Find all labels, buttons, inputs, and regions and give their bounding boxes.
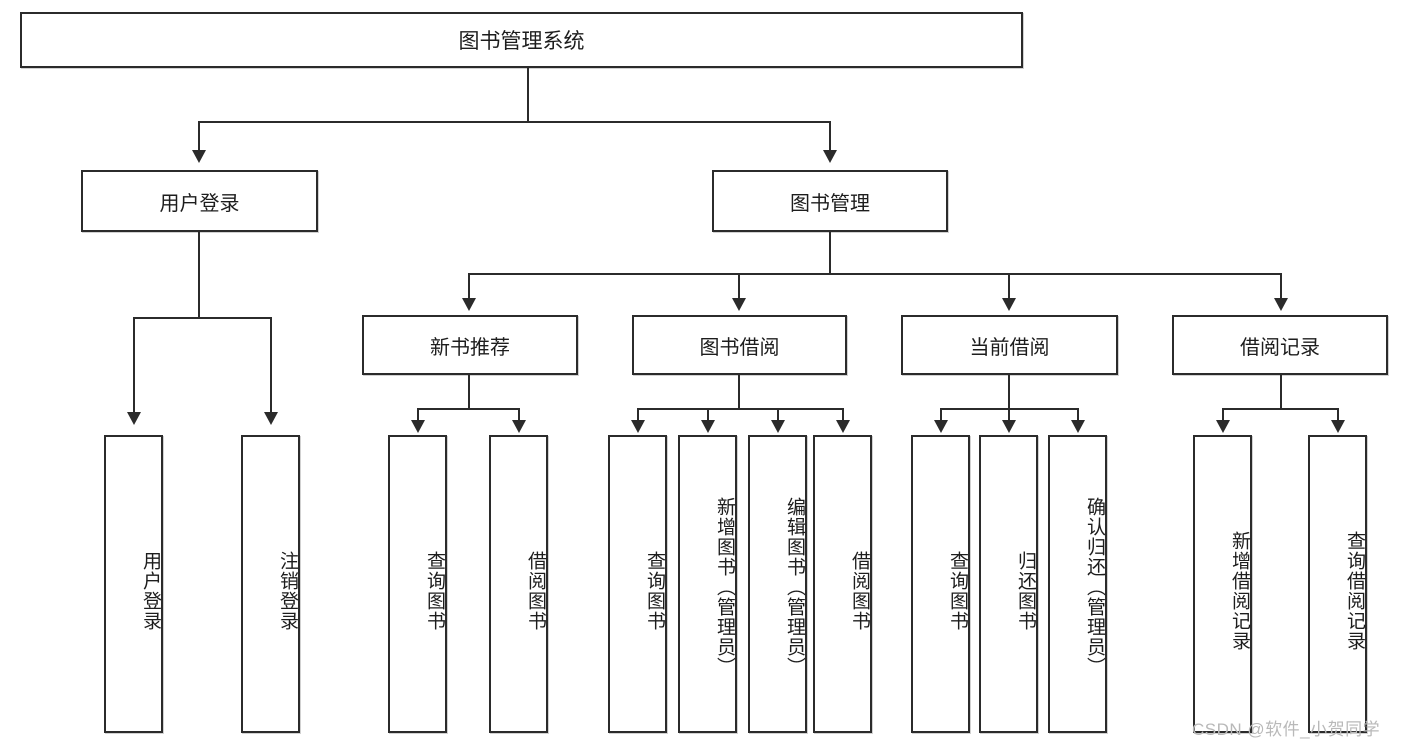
node-label: 新书推荐 (430, 336, 510, 359)
connector-nbr-to-leaf-2 (518, 408, 520, 422)
node-label: 查询图书 (947, 551, 968, 631)
connector-bb-to-leaf-1 (637, 408, 639, 422)
connector-user-login-stem (198, 232, 200, 318)
arrow-down-icon (771, 420, 785, 433)
arrow-down-icon (631, 420, 645, 433)
node-label: 归还图书 (1015, 551, 1036, 631)
connector-cb-to-leaf-2 (1008, 408, 1010, 422)
arrow-down-icon (462, 298, 476, 311)
connector-to-borrow-record (1280, 273, 1282, 301)
arrow-down-icon (411, 420, 425, 433)
node-leaf-query-book-current[interactable]: 查询图书 (911, 435, 970, 733)
node-label: 新增借阅记录 (1229, 531, 1250, 651)
node-leaf-user-logout[interactable]: 注销登录 (241, 435, 300, 733)
arrow-down-icon (1274, 298, 1288, 311)
node-new-book-recommend[interactable]: 新书推荐 (362, 315, 578, 375)
arrow-down-icon (264, 412, 278, 425)
connector-root-to-user-login (198, 121, 200, 153)
node-label: 查询借阅记录 (1344, 531, 1365, 651)
node-leaf-query-book-borrow[interactable]: 查询图书 (608, 435, 667, 733)
connector-bb-to-leaf-2 (707, 408, 709, 422)
node-label: 用户登录 (159, 192, 240, 215)
node-current-borrow[interactable]: 当前借阅 (901, 315, 1118, 375)
connector-root-stem (527, 68, 529, 122)
arrow-down-icon (192, 150, 206, 163)
connector-to-book-borrow (738, 273, 740, 301)
connector-book-management-stem (829, 232, 831, 274)
node-book-borrow[interactable]: 图书借阅 (632, 315, 847, 375)
connector-nbr-to-leaf-1 (417, 408, 419, 422)
arrow-down-icon (512, 420, 526, 433)
node-label: 图书借阅 (699, 336, 780, 359)
connector-cb-to-leaf-3 (1077, 408, 1079, 422)
connector-user-login-to-leaf-2 (270, 317, 272, 417)
connector-book-management-bar (468, 273, 1282, 275)
arrow-down-icon (1002, 298, 1016, 311)
connector-book-borrow-bar (637, 408, 843, 410)
node-leaf-query-borrow-record[interactable]: 查询借阅记录 (1308, 435, 1367, 733)
connector-borrow-record-stem (1280, 375, 1282, 409)
connector-root-to-book-management (829, 121, 831, 153)
arrow-down-icon (1216, 420, 1230, 433)
node-leaf-add-borrow-record[interactable]: 新增借阅记录 (1193, 435, 1252, 733)
node-user-login[interactable]: 用户登录 (81, 170, 318, 232)
arrow-down-icon (701, 420, 715, 433)
node-label: 用户登录 (140, 551, 161, 631)
arrow-down-icon (1331, 420, 1345, 433)
node-leaf-user-login[interactable]: 用户登录 (104, 435, 163, 733)
node-leaf-confirm-return[interactable]: 确认归还（管理员） (1048, 435, 1107, 733)
connector-to-new-book-recommend (468, 273, 470, 301)
connector-current-borrow-stem (1008, 375, 1010, 409)
node-label: 新增图书（管理员） (714, 497, 735, 677)
node-book-management[interactable]: 图书管理 (712, 170, 948, 232)
arrow-down-icon (934, 420, 948, 433)
connector-br-to-leaf-2 (1337, 408, 1339, 422)
connector-root-bar (198, 121, 830, 123)
node-leaf-edit-book[interactable]: 编辑图书（管理员） (748, 435, 807, 733)
node-label: 借阅图书 (849, 551, 870, 631)
connector-to-current-borrow (1008, 273, 1010, 301)
connector-br-to-leaf-1 (1222, 408, 1224, 422)
node-label: 当前借阅 (969, 336, 1050, 359)
connector-user-login-bar (133, 317, 272, 319)
connector-cb-to-leaf-1 (940, 408, 942, 422)
node-label: 借阅图书 (525, 551, 546, 631)
node-label: 注销登录 (277, 551, 298, 631)
node-leaf-query-book-recommend[interactable]: 查询图书 (388, 435, 447, 733)
node-label: 查询图书 (644, 551, 665, 631)
node-label: 借阅记录 (1240, 336, 1320, 359)
node-leaf-return-book[interactable]: 归还图书 (979, 435, 1038, 733)
connector-user-login-to-leaf-1 (133, 317, 135, 417)
node-root-book-management-system[interactable]: 图书管理系统 (20, 12, 1023, 68)
arrow-down-icon (823, 150, 837, 163)
connector-new-book-recommend-bar (417, 408, 520, 410)
connector-borrow-record-bar (1222, 408, 1339, 410)
node-label: 图书管理系统 (458, 30, 585, 53)
node-label: 确认归还（管理员） (1084, 497, 1105, 677)
arrow-down-icon (836, 420, 850, 433)
arrow-down-icon (127, 412, 141, 425)
node-label: 查询图书 (424, 551, 445, 631)
node-leaf-borrow-book[interactable]: 借阅图书 (813, 435, 872, 733)
arrow-down-icon (1071, 420, 1085, 433)
node-label: 编辑图书（管理员） (784, 497, 805, 677)
node-leaf-borrow-book-recommend[interactable]: 借阅图书 (489, 435, 548, 733)
node-leaf-add-book[interactable]: 新增图书（管理员） (678, 435, 737, 733)
connector-bb-to-leaf-3 (777, 408, 779, 422)
node-label: 图书管理 (790, 192, 870, 215)
arrow-down-icon (732, 298, 746, 311)
node-borrow-record[interactable]: 借阅记录 (1172, 315, 1388, 375)
connector-book-borrow-stem (738, 375, 740, 409)
connector-new-book-recommend-stem (468, 375, 470, 409)
connector-bb-to-leaf-4 (842, 408, 844, 422)
arrow-down-icon (1002, 420, 1016, 433)
